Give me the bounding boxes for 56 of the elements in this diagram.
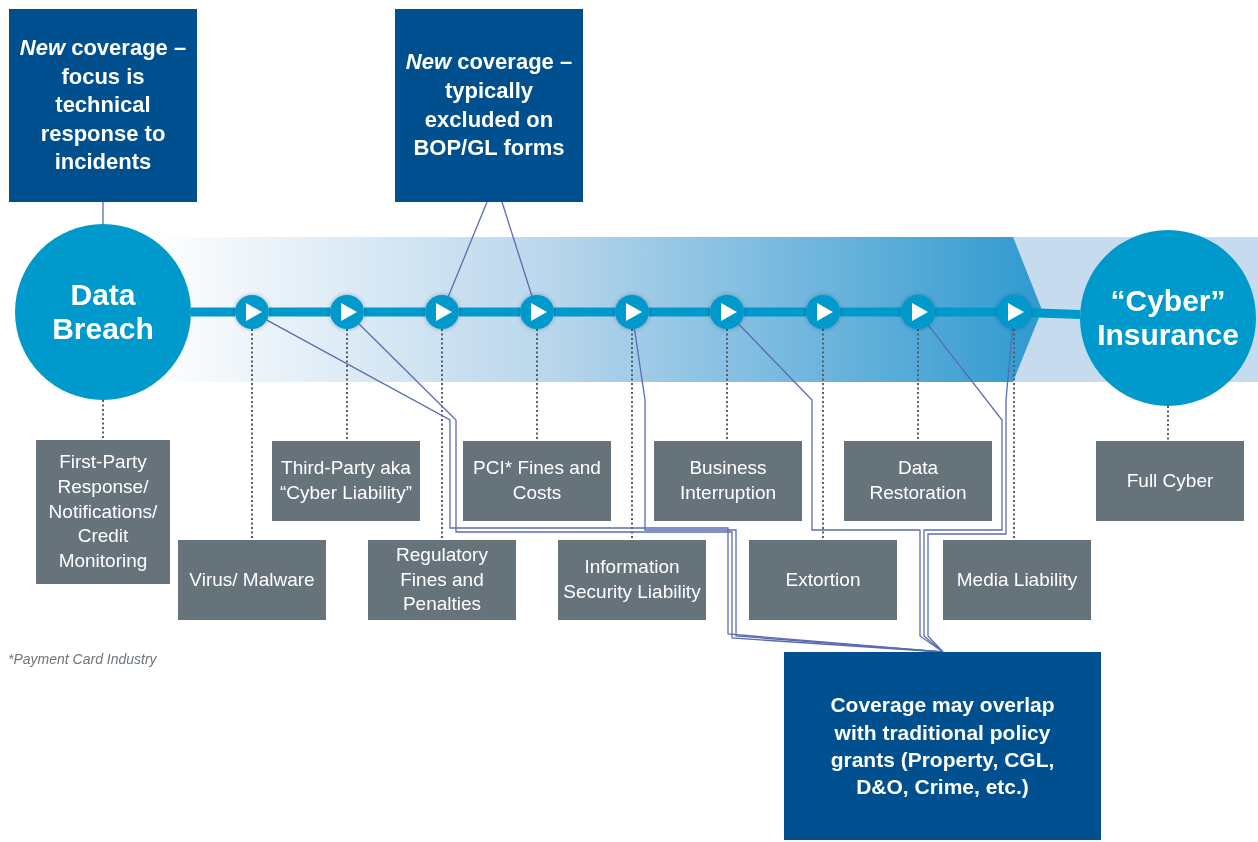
coverage-box: [368, 540, 516, 620]
dotted-line: [822, 328, 824, 541]
node-text: New coverage – typically excluded on BOP/GL forms: [404, 48, 574, 163]
node-text: PCI* Fines and Costs: [472, 456, 602, 505]
timeline-bar: [364, 307, 425, 317]
node-text: Virus/ Malware: [189, 567, 315, 592]
node-text: Regulatory Fines and Penalties: [395, 542, 489, 617]
coverage-box: [1096, 441, 1244, 521]
coverage-box: [844, 441, 992, 521]
timeline-bar: [191, 307, 235, 317]
timeline-bar: [649, 307, 710, 317]
coverage-box: [178, 540, 326, 620]
footnote: *Payment Card Industry: [8, 651, 157, 667]
dotted-line: [631, 328, 633, 541]
dotted-line: [346, 328, 348, 442]
node-text: Coverage may overlap with traditional policy grants (Property, CGL, D&O, Crime, etc.): [829, 692, 1056, 801]
node-text: Data Restoration: [868, 456, 968, 505]
dotted-line: [251, 328, 253, 541]
node-text: First-Party Response/ Notifications/ Credit Monitoring: [47, 450, 159, 574]
dotted-line: [1167, 405, 1169, 442]
dotted-line: [102, 399, 104, 441]
connector-line: [102, 201, 104, 225]
timeline-bar: [840, 307, 901, 317]
dotted-line: [441, 328, 443, 541]
node-text: Data Breach: [51, 278, 155, 346]
connector-line: [923, 324, 1003, 653]
connector-line: [927, 328, 1014, 653]
timeline-bar: [269, 307, 330, 317]
node-text: “Cyber” Insurance: [1096, 284, 1240, 352]
node-text: Third-Party aka “Cyber Liability”: [279, 456, 413, 505]
node-text: Extortion: [785, 567, 861, 592]
dotted-line: [536, 328, 538, 442]
timeline-bar: [935, 307, 997, 317]
coverage-box: [558, 540, 706, 620]
connector-line: [447, 201, 488, 297]
node-text: Full Cyber: [1126, 468, 1214, 493]
coverage-box: [654, 441, 802, 521]
node-text: Business Interruption: [678, 456, 778, 505]
timeline-bar: [459, 307, 520, 317]
coverage-box: [943, 540, 1091, 620]
coverage-box: [749, 540, 897, 620]
connector-line: [501, 201, 533, 297]
callout-box: [784, 652, 1101, 840]
callout-box: [9, 9, 197, 202]
callout-box: [395, 9, 583, 202]
node-text: New coverage – focus is technical response to incidents: [18, 34, 188, 177]
dotted-line: [726, 328, 728, 442]
coverage-box: [272, 441, 420, 521]
node-text: Media Liability: [956, 567, 1078, 592]
dotted-line: [1013, 328, 1015, 541]
coverage-box: [463, 441, 611, 521]
dotted-line: [917, 328, 919, 442]
timeline-bar: [744, 307, 806, 317]
coverage-box: [36, 440, 170, 584]
timeline-bar: [554, 307, 615, 317]
node-text: Information Security Liability: [562, 555, 702, 604]
